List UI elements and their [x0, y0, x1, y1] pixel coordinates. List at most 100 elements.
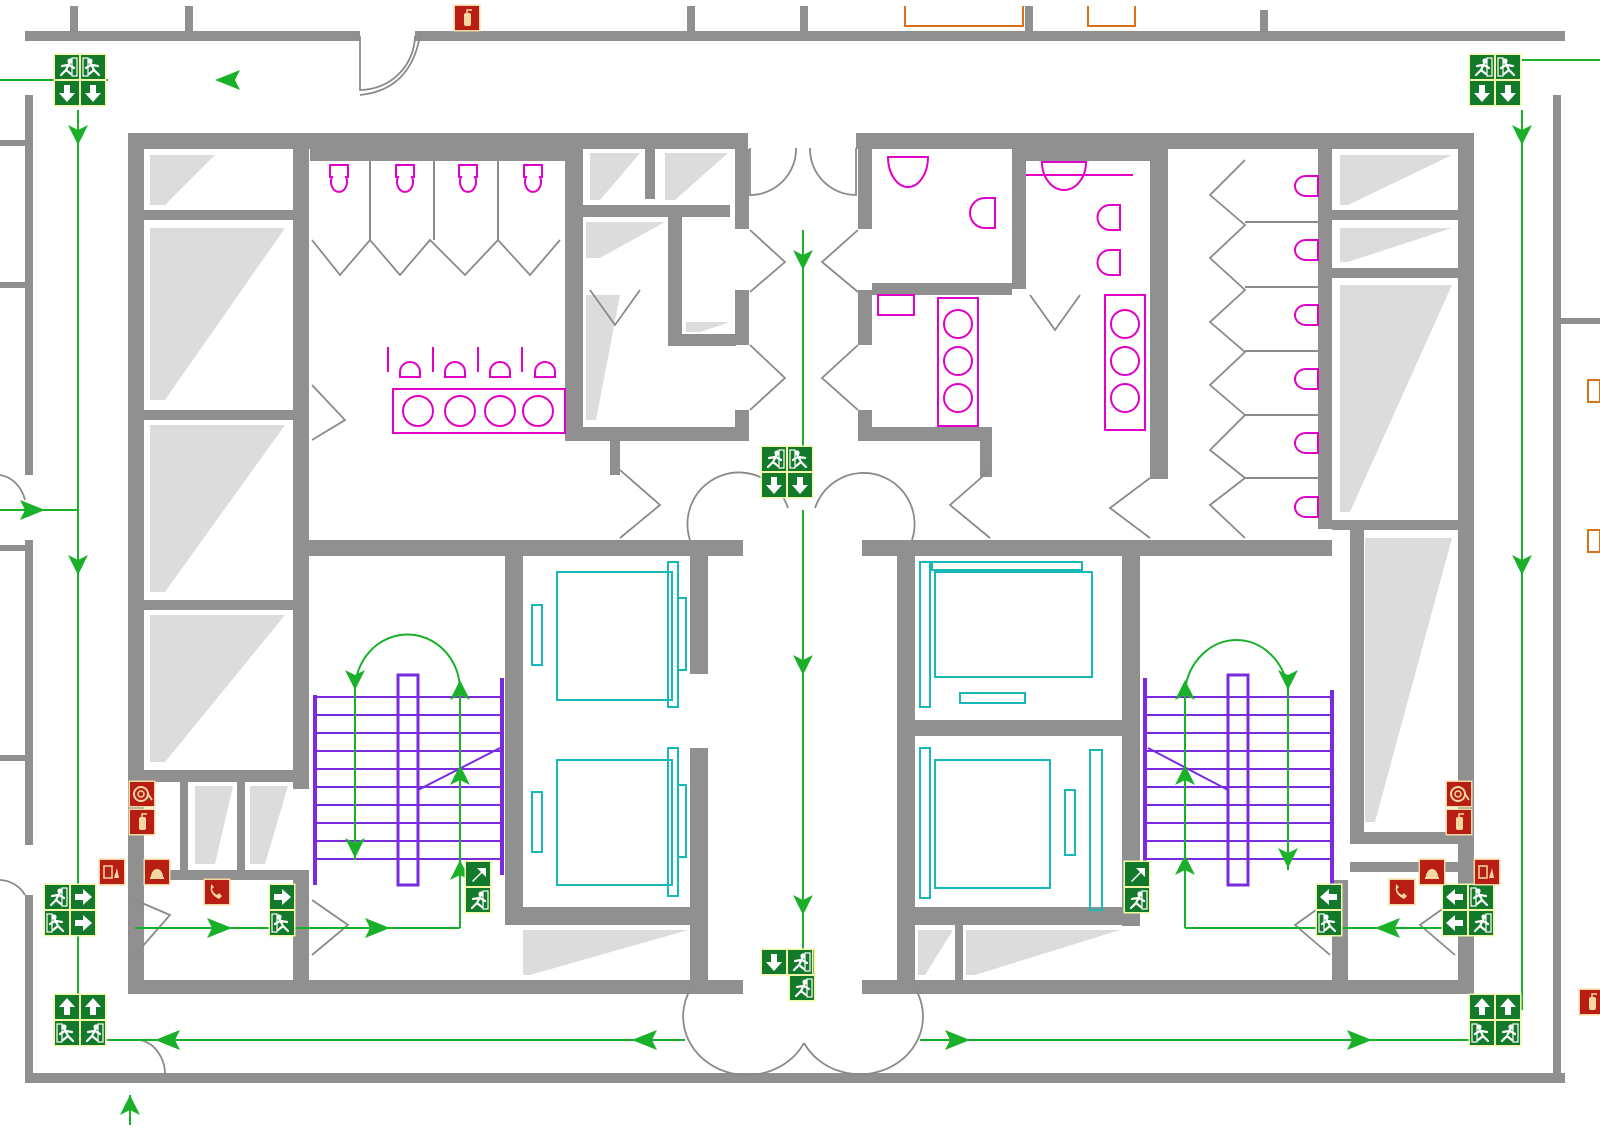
- top-room-partition: [1025, 6, 1033, 32]
- stair-wall: [293, 880, 309, 980]
- exit-sign: [1123, 860, 1151, 914]
- washbasin-icon: [943, 309, 973, 339]
- shaft-divider: [1350, 862, 1458, 872]
- shaft-divider: [144, 770, 309, 782]
- exit-sign: [464, 860, 492, 914]
- elevator-button: [959, 692, 1026, 704]
- elevator-door: [677, 597, 687, 671]
- elevator-car: [934, 759, 1051, 889]
- elevator-car: [556, 759, 673, 886]
- route-arrow-icon: [450, 765, 470, 785]
- left-corridor-wall: [25, 895, 33, 1075]
- exit-sign: [1468, 993, 1522, 1047]
- adjacent-furniture: [904, 6, 1600, 553]
- fire-alarm-bell-icon: [1418, 858, 1446, 886]
- fire-extinguisher-icon: [1445, 808, 1473, 836]
- route-arrow-icon: [207, 918, 232, 938]
- left-room-partition: [0, 282, 25, 288]
- door-swing: [359, 35, 421, 96]
- running-man-icon: [85, 1023, 104, 1043]
- route-arrow-icon: [155, 1030, 180, 1050]
- door-swing: [820, 229, 859, 293]
- route-arrow-icon: [120, 1095, 140, 1115]
- urinal-row: [387, 347, 556, 378]
- wc-wall: [565, 427, 735, 441]
- washbasin-icon: [943, 383, 973, 413]
- running-man-icon: [49, 887, 68, 907]
- route-arrow-icon: [450, 680, 470, 700]
- running-man-icon: [1497, 57, 1516, 77]
- shaft-divider: [144, 410, 294, 420]
- toilet-icon: [1294, 239, 1319, 261]
- wc-wall: [565, 149, 583, 439]
- toilet-icon: [1294, 432, 1319, 454]
- door-swing: [134, 899, 172, 956]
- toilet-icon: [1096, 204, 1121, 231]
- washbasin-counter: [1104, 294, 1146, 431]
- wc-wall: [1150, 149, 1168, 479]
- wc-wall: [310, 149, 565, 161]
- arrow-down-icon: [59, 85, 75, 102]
- wc-wall: [1026, 149, 1150, 161]
- elevator-car: [934, 571, 1093, 678]
- elevator-door: [931, 561, 1083, 571]
- running-man-icon: [794, 978, 813, 998]
- fire-extinguisher-icon: [128, 808, 156, 836]
- stair-treads: [315, 696, 500, 860]
- door-swing: [803, 989, 924, 1076]
- door-swing: [311, 899, 350, 956]
- core-top-wall-right: [856, 133, 1474, 149]
- washbasin-icon: [522, 395, 554, 427]
- core-bottom-wall-left: [128, 980, 743, 994]
- stair-treads: [1145, 696, 1332, 860]
- route-arrow-icon: [1512, 555, 1532, 575]
- route-arrow-icon: [20, 500, 45, 520]
- furniture-outline: [904, 6, 1024, 27]
- route-arrow-icon: [1512, 125, 1532, 145]
- fire-phone-icon: [203, 878, 231, 906]
- running-man-icon: [1474, 57, 1493, 77]
- right-corridor-wall: [1553, 95, 1561, 1075]
- wc-wall: [668, 334, 736, 346]
- top-room-partition: [70, 6, 78, 32]
- top-room-partition: [185, 6, 193, 32]
- lift-wall: [690, 748, 708, 858]
- route-arrow-icon: [793, 250, 813, 270]
- route-arrows: [20, 70, 1532, 1115]
- running-man-icon: [766, 449, 785, 469]
- exit-sign: [760, 948, 814, 976]
- door-swing: [682, 989, 805, 1076]
- sanitary-fixtures: [329, 156, 1319, 518]
- lift-wall: [897, 907, 1140, 925]
- toilet-icon: [1294, 304, 1319, 326]
- bottom-corridor-wall: [25, 1073, 1565, 1083]
- core-left-wall: [128, 133, 144, 993]
- route-arrow-icon: [1175, 855, 1195, 875]
- fire-alarm-button-icon: [1473, 858, 1501, 886]
- arrow-right-icon: [274, 889, 291, 905]
- washbasin-icon: [1110, 383, 1140, 413]
- wc-wall: [735, 290, 749, 345]
- elevator-button: [531, 604, 543, 666]
- top-room-partition: [1260, 10, 1268, 32]
- shaft-divider: [144, 210, 294, 220]
- toilet-icon: [395, 164, 415, 193]
- top-corridor-wall: [415, 31, 1565, 41]
- core-bottom-wall-right: [862, 980, 1474, 994]
- lift-wall: [505, 907, 708, 925]
- toilet-icon: [1096, 249, 1121, 276]
- door-swing: [809, 147, 857, 196]
- shaft-divider: [144, 600, 294, 610]
- exit-signs-layer: [43, 53, 1522, 1047]
- stair-left: [313, 673, 504, 887]
- furniture-outline: [1587, 379, 1600, 403]
- running-man-icon: [1470, 887, 1489, 907]
- door-swing: [619, 469, 662, 539]
- washbasin-counter: [937, 297, 979, 427]
- arrow-down-icon: [792, 477, 808, 494]
- door-swing: [1208, 159, 1247, 539]
- toilet-row-right: [1294, 175, 1319, 518]
- route-arrow-icon: [945, 1030, 970, 1050]
- door-swing: [589, 289, 641, 327]
- route-turn: [1184, 639, 1289, 691]
